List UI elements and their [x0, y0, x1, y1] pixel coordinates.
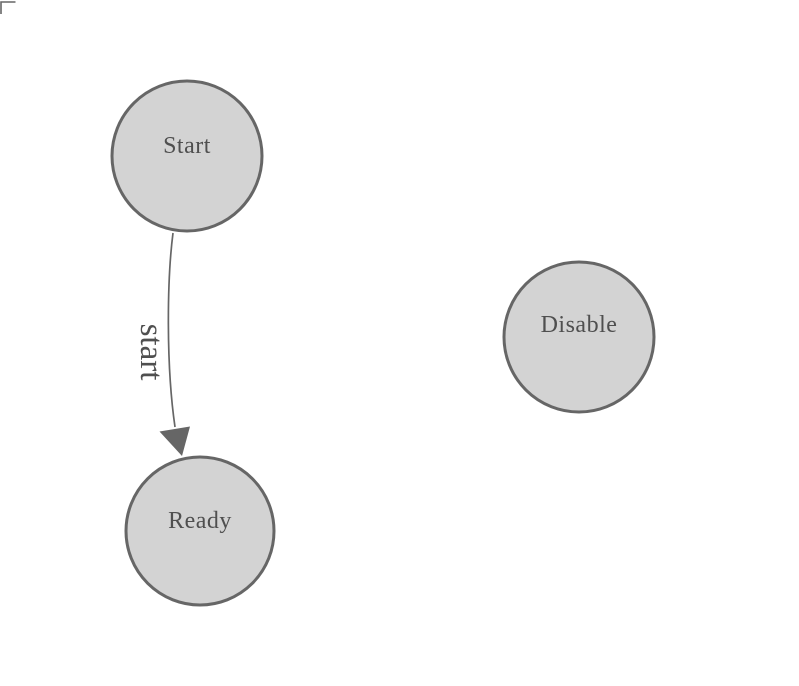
- edge-arrowhead-icon: [159, 426, 190, 456]
- state-node-ready[interactable]: Ready: [124, 455, 276, 607]
- state-circle[interactable]: [502, 260, 656, 414]
- state-circle[interactable]: [110, 79, 264, 233]
- state-circle[interactable]: [124, 455, 276, 607]
- state-node-disable[interactable]: Disable: [502, 260, 656, 414]
- state-label: Disable: [541, 312, 618, 338]
- edge-label: start: [133, 324, 169, 381]
- state-label: Ready: [168, 508, 232, 534]
- page-corner-mark-icon: [0, 1, 16, 14]
- edge-line: [167, 232, 176, 428]
- state-node-start[interactable]: Start: [110, 79, 264, 233]
- state-label: Start: [163, 133, 211, 159]
- edge-start-to-ready: start: [133, 232, 190, 456]
